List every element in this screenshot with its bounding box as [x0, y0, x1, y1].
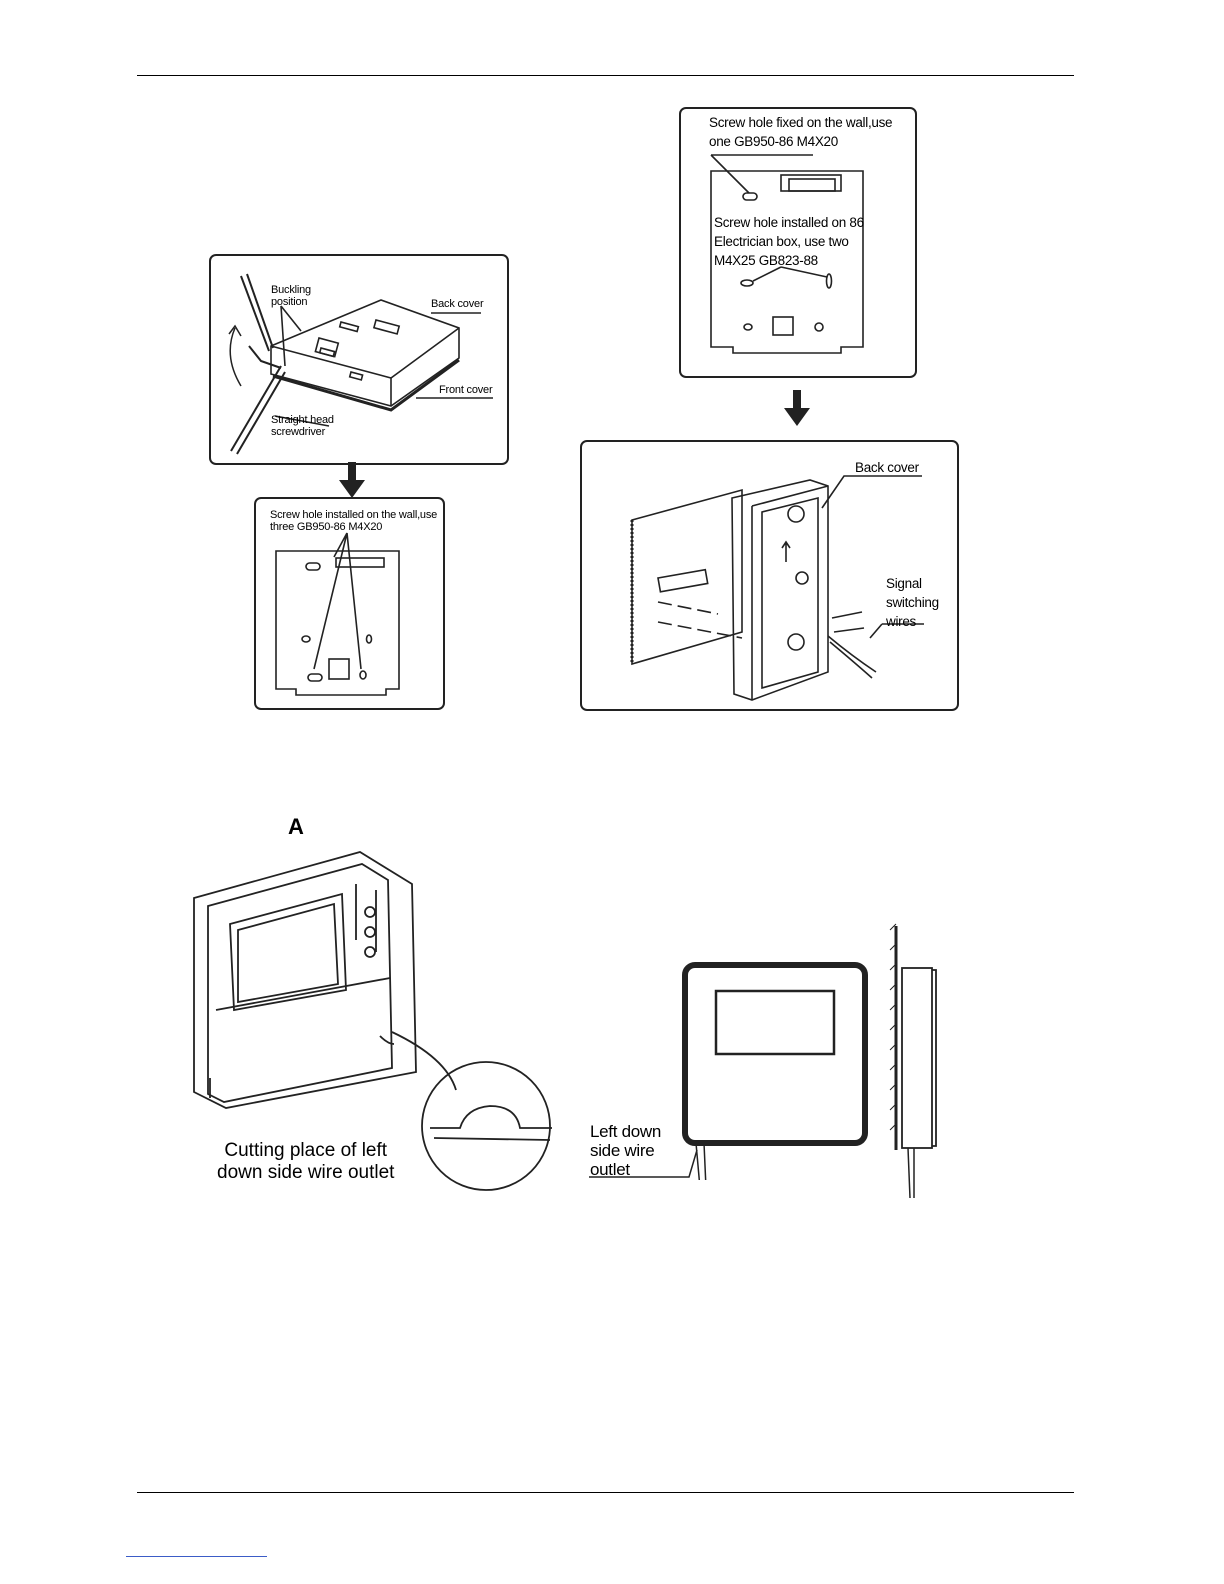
label-a: A	[288, 814, 304, 839]
label-straight-head-screwdriver: Straight head screwdriver	[271, 414, 334, 438]
panel-wall-screw-one: Screw hole fixed on the wall,use one GB9…	[679, 107, 917, 378]
arrow-down-icon	[784, 390, 810, 426]
footer-rule	[137, 1492, 1074, 1493]
label-screw-hole-86-box: Screw hole installed on 86 Electrician b…	[714, 215, 864, 268]
label-signal-switching-wires: Signal switching wires	[886, 576, 939, 629]
wall-mount-drawing	[630, 475, 924, 701]
label-back-cover: Back cover	[431, 298, 484, 310]
label-cutting-place: Cutting place of left down side wire out…	[217, 1140, 395, 1183]
arrow-down-icon	[339, 462, 365, 498]
back-plate-86-box	[710, 154, 864, 354]
label-screw-hole-wall-one: Screw hole fixed on the wall,use one GB9…	[709, 115, 893, 149]
controller-front-view	[682, 962, 868, 1180]
header-rule	[137, 75, 1074, 76]
label-back-cover-mount: Back cover	[855, 460, 919, 475]
label-front-cover: Front cover	[439, 384, 493, 396]
footer-link-underline	[126, 1556, 267, 1557]
label-screw-hole-wall-three: Screw hole installed on the wall,use thr…	[270, 509, 438, 533]
label-left-down-outlet: Left down side wire outlet	[590, 1122, 662, 1179]
panel-wall-screw-three: Screw hole installed on the wall,use thr…	[254, 497, 445, 710]
controller-side-view	[889, 923, 937, 1199]
outlet-leader-line	[589, 1149, 698, 1178]
open-cover-drawing	[228, 273, 493, 455]
controller-cutting-drawing	[193, 851, 552, 1191]
panel-open-cover: Buckling position Back cover Front cover…	[209, 254, 509, 465]
label-buckling-position: Buckling position	[271, 284, 311, 308]
panel-mount-back-cover: Back cover Signal switching wires	[580, 440, 959, 711]
back-plate-three-holes	[275, 532, 400, 696]
